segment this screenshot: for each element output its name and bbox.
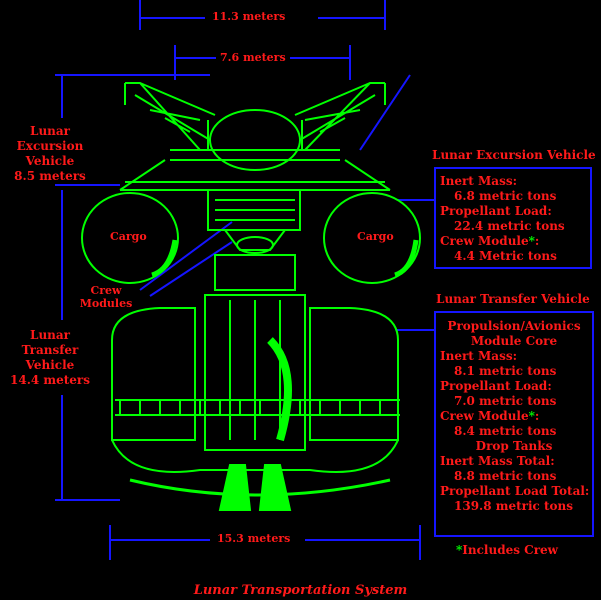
ltv-inert-mass-label: Inert Mass: [440,349,518,363]
lev-inert-mass-value: 6.8 metric tons [454,189,557,203]
lev-label: Lunar Excursion Vehicle 8.5 meters [14,124,86,183]
drop-inert-value: 8.8 metric tons [454,469,557,483]
dimension-top-width: 11.3 meters [212,10,286,23]
drop-tanks-heading: Drop Tanks [475,439,553,453]
ltv-propellant-value: 7.0 metric tons [454,394,557,408]
ltv-propellant-label: Propellant Load: [440,379,552,393]
asterisk-icon: * [528,409,535,423]
crew-modules-label: Crew Modules [79,284,133,310]
ltv-inert-mass-value: 8.1 metric tons [454,364,557,378]
vehicle-structure [81,82,421,511]
ltv-panel: Propulsion/Avionics Module Core Inert Ma… [434,311,594,537]
ltv-label: Lunar Transfer Vehicle 14.4 meters [10,328,90,387]
lev-panel: Inert Mass: 6.8 metric tons Propellant L… [434,167,592,269]
asterisk-icon: * [528,234,535,248]
drop-prop-value: 139.8 metric tons [454,499,574,513]
ltv-crew-label: Crew Module*: [440,409,540,423]
ltv-panel-title: Lunar Transfer Vehicle [436,292,590,306]
lev-crew-label: Crew Module*: [440,234,540,248]
asterisk-icon: * [456,543,463,557]
caption: Lunar Transportation System [193,583,408,598]
lev-crew-value: 4.4 Metric tons [454,249,557,263]
footnote: *Includes Crew [456,543,559,557]
ltv-crew-value: 8.4 metric tons [454,424,557,438]
cargo-label-right: Cargo [357,230,394,243]
dimension-bottom-width: 15.3 meters [217,532,291,545]
drop-inert-label: Inert Mass Total: [440,454,555,468]
cargo-label-left: Cargo [110,230,147,243]
lev-panel-title: Lunar Excursion Vehicle [432,148,596,162]
dimension-lines [55,0,435,560]
drop-prop-label: Propellant Load Total: [440,484,590,498]
dimension-inner-width: 7.6 meters [220,51,286,64]
lev-inert-mass-label: Inert Mass: [440,174,518,188]
lev-propellant-label: Propellant Load: [440,204,552,218]
lev-propellant-value: 22.4 metric tons [454,219,565,233]
